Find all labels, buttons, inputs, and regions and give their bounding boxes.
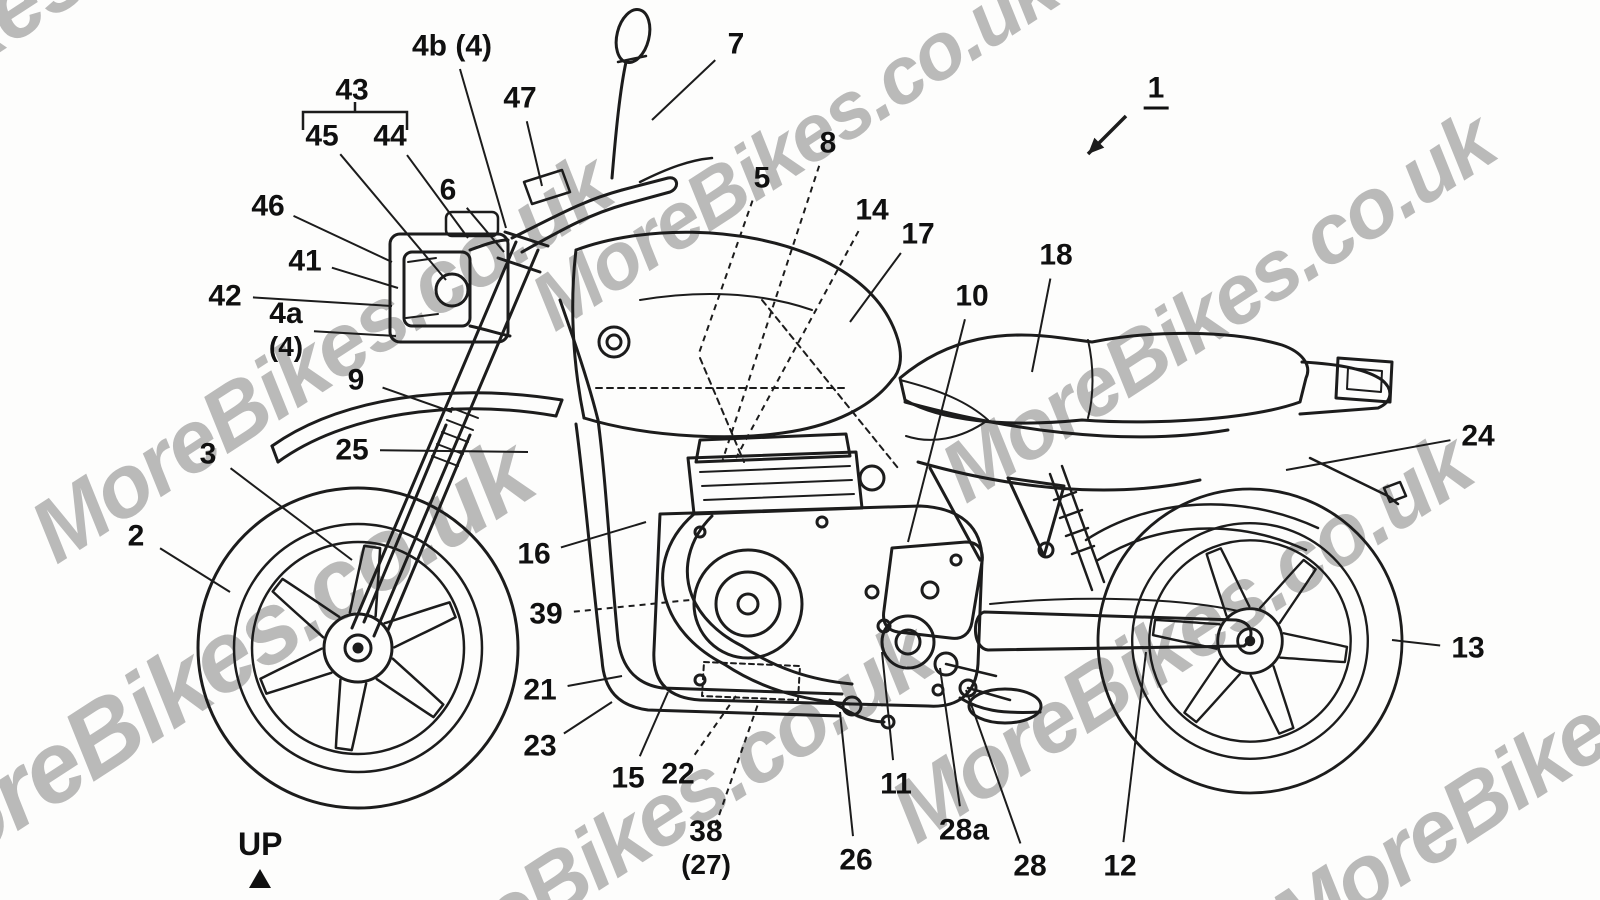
headlight-assembly xyxy=(388,210,512,344)
engine xyxy=(652,432,1043,730)
frame-tubes xyxy=(558,298,844,718)
pivot-plate xyxy=(882,540,984,640)
rear-subframe xyxy=(903,400,1230,562)
up-arrow-icon xyxy=(249,869,272,888)
front-fork xyxy=(350,230,550,638)
seat xyxy=(898,331,1310,425)
rear-indicator xyxy=(1308,456,1408,506)
mirror xyxy=(610,8,652,180)
handlebar xyxy=(510,156,714,254)
rear-fender xyxy=(1084,503,1320,562)
swingarm xyxy=(974,597,1253,652)
up-label-text: UP xyxy=(238,826,283,862)
tail-grab-rail xyxy=(1298,356,1394,416)
tank-internals-hidden-lines xyxy=(595,299,899,469)
leader-lines xyxy=(159,59,1451,844)
fuel-tank xyxy=(571,230,989,441)
engine-hidden-box xyxy=(701,661,801,701)
front-fender xyxy=(270,391,564,464)
front-wheel xyxy=(196,486,520,810)
up-direction-label: UP xyxy=(238,826,282,888)
rear-shock xyxy=(1048,464,1106,592)
